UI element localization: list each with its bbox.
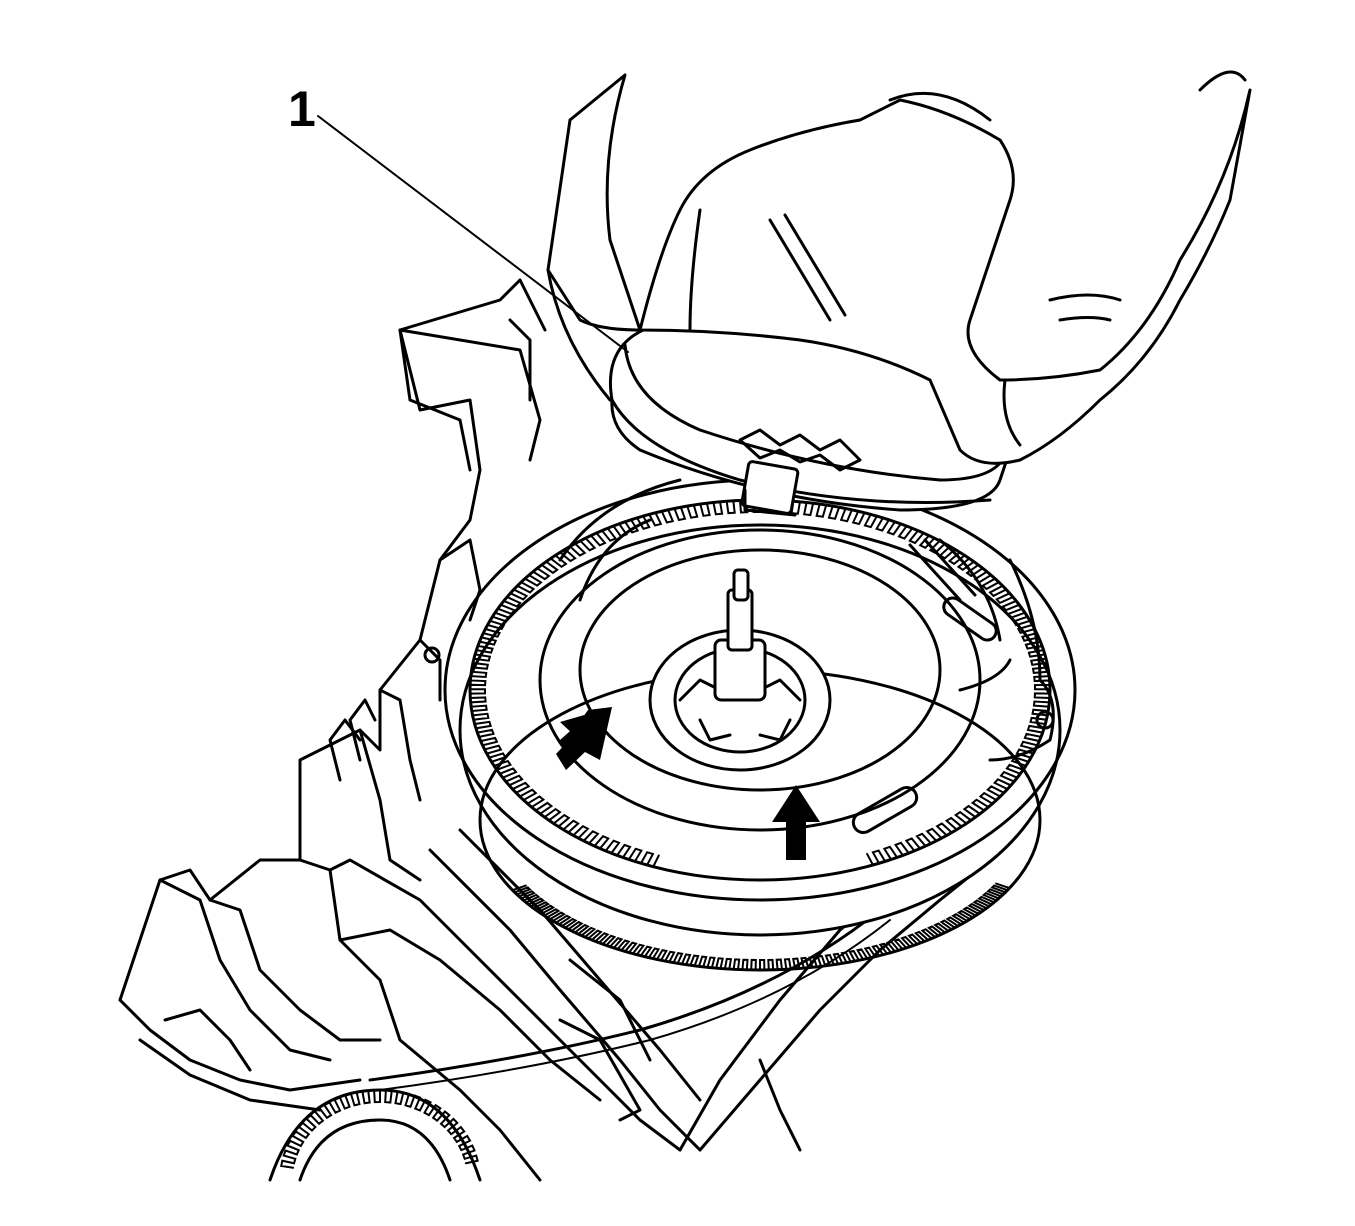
lower-gear-teeth [510, 882, 1012, 972]
install-direction-arrows [556, 707, 820, 860]
callout-leader-line [317, 115, 629, 353]
technician-hand [546, 70, 1252, 465]
callout-number: 1 [288, 81, 316, 137]
bottom-gear-teeth [280, 1088, 479, 1169]
column-housing [118, 278, 992, 1182]
steering-shaft-hub [648, 568, 832, 772]
